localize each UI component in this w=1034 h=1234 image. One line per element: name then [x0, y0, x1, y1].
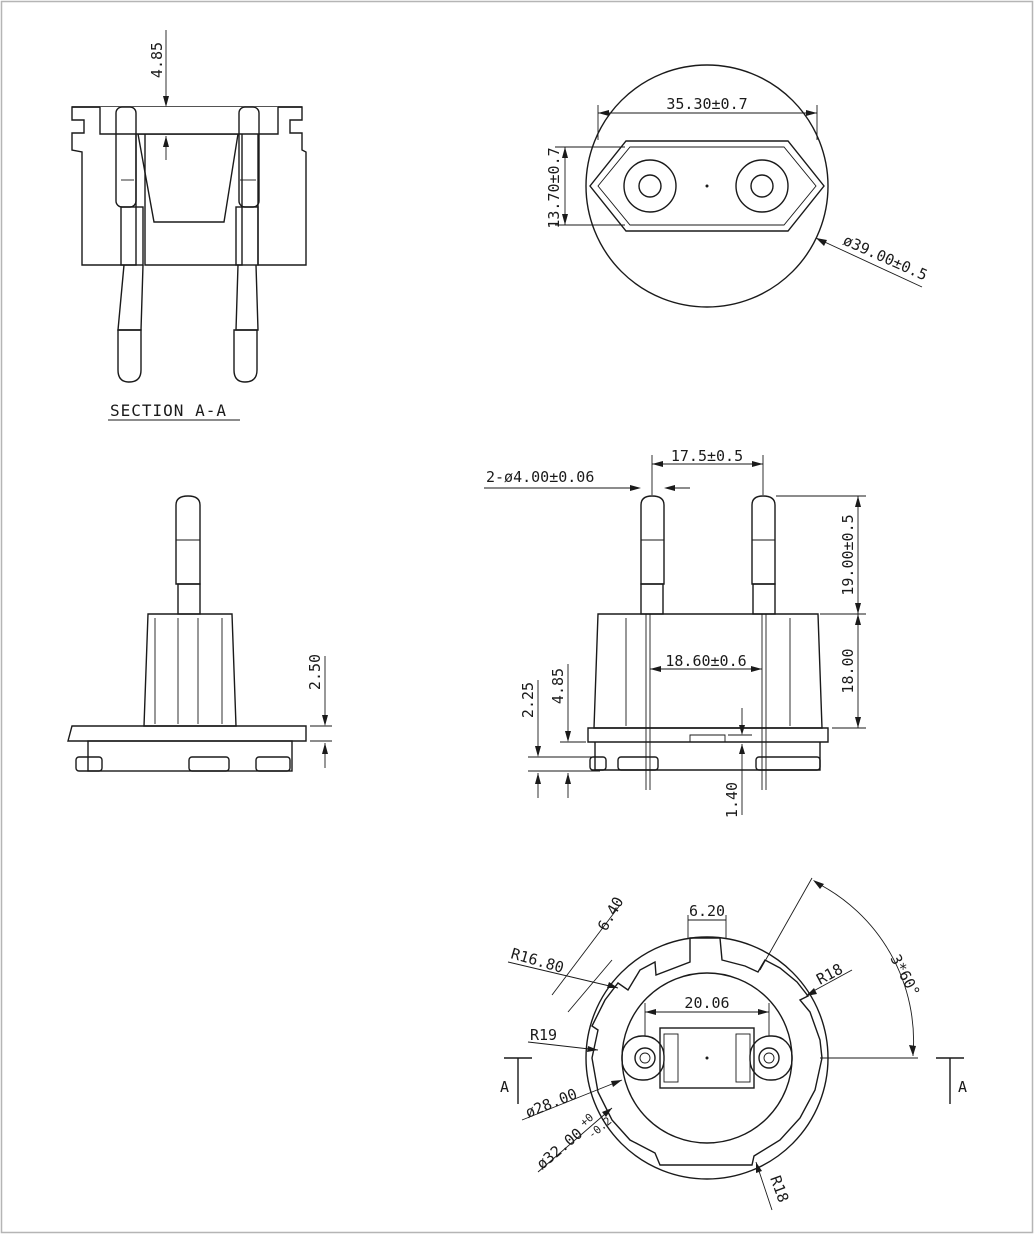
r18b-label: R18: [766, 1173, 792, 1205]
pad-spacing-label: 20.06: [684, 994, 729, 1012]
pin-spacing-label: 17.5±0.5: [671, 447, 743, 465]
dim-1-40-label: 1.40: [723, 782, 741, 818]
r19-label: R19: [530, 1026, 557, 1044]
slot-width-label: 6.20: [689, 902, 725, 920]
r1680-label: R16.80: [509, 945, 566, 977]
front-view: 35.30±0.7 13.70±0.7 ø39.00±0.5: [545, 64, 930, 308]
pin-diameter-label: 2-ø4.00±0.06: [486, 468, 594, 486]
section-depth-label: 4.85: [148, 42, 166, 78]
r18a-label: R18: [813, 960, 845, 989]
elev-body: [593, 613, 823, 729]
section-marker-right: A: [958, 1078, 967, 1096]
elev-pin-left: [640, 495, 665, 585]
section-a-a-view: 4.85 SECTION A-A: [71, 30, 307, 421]
body-inner-label: 18.60±0.6: [665, 652, 746, 670]
elevation-view: 17.5±0.5 2-ø4.00±0.06 19.00±0.5 18.00 18…: [484, 447, 866, 818]
d3200-label: ø32.00: [533, 1124, 586, 1173]
section-marker-left: A: [500, 1078, 509, 1096]
side-view: 2.50: [67, 495, 332, 772]
pin-left-tip: [117, 329, 142, 383]
bottom-view: 6.20 6.40 R16.80 R19 ø28.00 ø32.00 +0 -0…: [500, 877, 967, 1211]
outer-circle: [585, 64, 829, 308]
key-label: 6.40: [594, 894, 628, 934]
elev-pin-right: [751, 495, 776, 585]
d2800-label: ø28.00: [523, 1085, 580, 1122]
angle-label: 3*60°: [886, 951, 923, 999]
plug-face: [589, 140, 825, 232]
side-flange-label: 2.50: [306, 654, 324, 690]
dim-2-25-label: 2.25: [519, 682, 537, 718]
cavity: [137, 133, 239, 223]
section-caption: SECTION A-A: [110, 401, 227, 420]
side-flange: [67, 725, 307, 742]
pin-right-tip: [233, 329, 258, 383]
body-height-label: 18.00: [839, 648, 857, 693]
side-pin: [175, 495, 201, 585]
pin-length-label: 19.00±0.5: [839, 514, 857, 595]
front-diameter-label: ø39.00±0.5: [840, 231, 930, 284]
dim-4-85-label: 4.85: [549, 668, 567, 704]
rim-outline: [591, 937, 823, 1166]
front-height-label: 13.70±0.7: [545, 147, 563, 228]
front-width-label: 35.30±0.7: [666, 95, 747, 113]
